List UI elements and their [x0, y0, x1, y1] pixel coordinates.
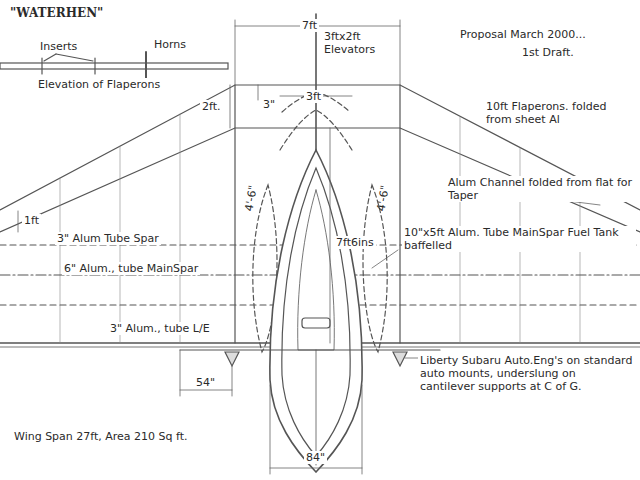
plan-label: Wing Span 27ft, Area 210 Sq ft. [12, 430, 190, 443]
leader-line [44, 54, 56, 61]
plan-label: Horns [152, 38, 188, 51]
plan-label: 3ft [304, 90, 323, 103]
leader-line [56, 54, 93, 61]
plan-label: 10ft Flaperons. folded from sheet Al [484, 100, 636, 126]
plan-label: 84" [304, 451, 327, 464]
insert-mark [94, 58, 95, 74]
seat [302, 318, 330, 328]
plan-label: 3" [261, 98, 277, 111]
hull-outline [270, 150, 362, 472]
plan-label: 1ft [22, 214, 41, 227]
plan-label: Elevation of Flaperons [36, 78, 162, 91]
engine [225, 352, 239, 366]
plan-label: 3" Alum Tube Spar [55, 232, 161, 245]
elevator [280, 110, 352, 150]
plan-label: 7ft [300, 19, 319, 32]
drawing-title: "WATERHEN" [8, 6, 105, 20]
horn-mark [145, 52, 147, 80]
plan-label: Inserts [38, 40, 79, 53]
center-section-edge [234, 85, 235, 343]
plan-label: Liberty Subaru Auto.Eng's on standard au… [418, 354, 636, 394]
plan-label: 3ftx2ft Elevators [322, 30, 396, 56]
cantilever-support [180, 349, 440, 350]
plan-label: Alum Channel folded from flat for Taper [446, 176, 636, 202]
dimension-lines [18, 20, 400, 474]
center-section-edge [399, 85, 400, 343]
keel-line [316, 350, 317, 465]
engine [393, 352, 407, 366]
plan-label: 54" [194, 376, 217, 389]
plan-label: Proposal March 2000... [458, 28, 588, 41]
cockpit [298, 190, 335, 350]
flaperon-elevation [0, 63, 228, 69]
plan-label: 1st Draft. [520, 46, 576, 59]
leader-lines [372, 200, 600, 358]
plan-label: 7ft6ins [334, 236, 376, 249]
plan-label: 3" Alum., tube L/E [108, 322, 212, 335]
plan-label: 4'-6" [242, 182, 260, 214]
plan-label: 6" Alum., tube MainSpar [62, 262, 200, 275]
plan-label: 4'-6" [374, 182, 392, 214]
plan-label: 2ft. [200, 100, 223, 113]
insert-mark [41, 58, 42, 74]
plan-label: 10"x5ft Alum. Tube MainSpar Fuel Tank ba… [402, 226, 636, 252]
